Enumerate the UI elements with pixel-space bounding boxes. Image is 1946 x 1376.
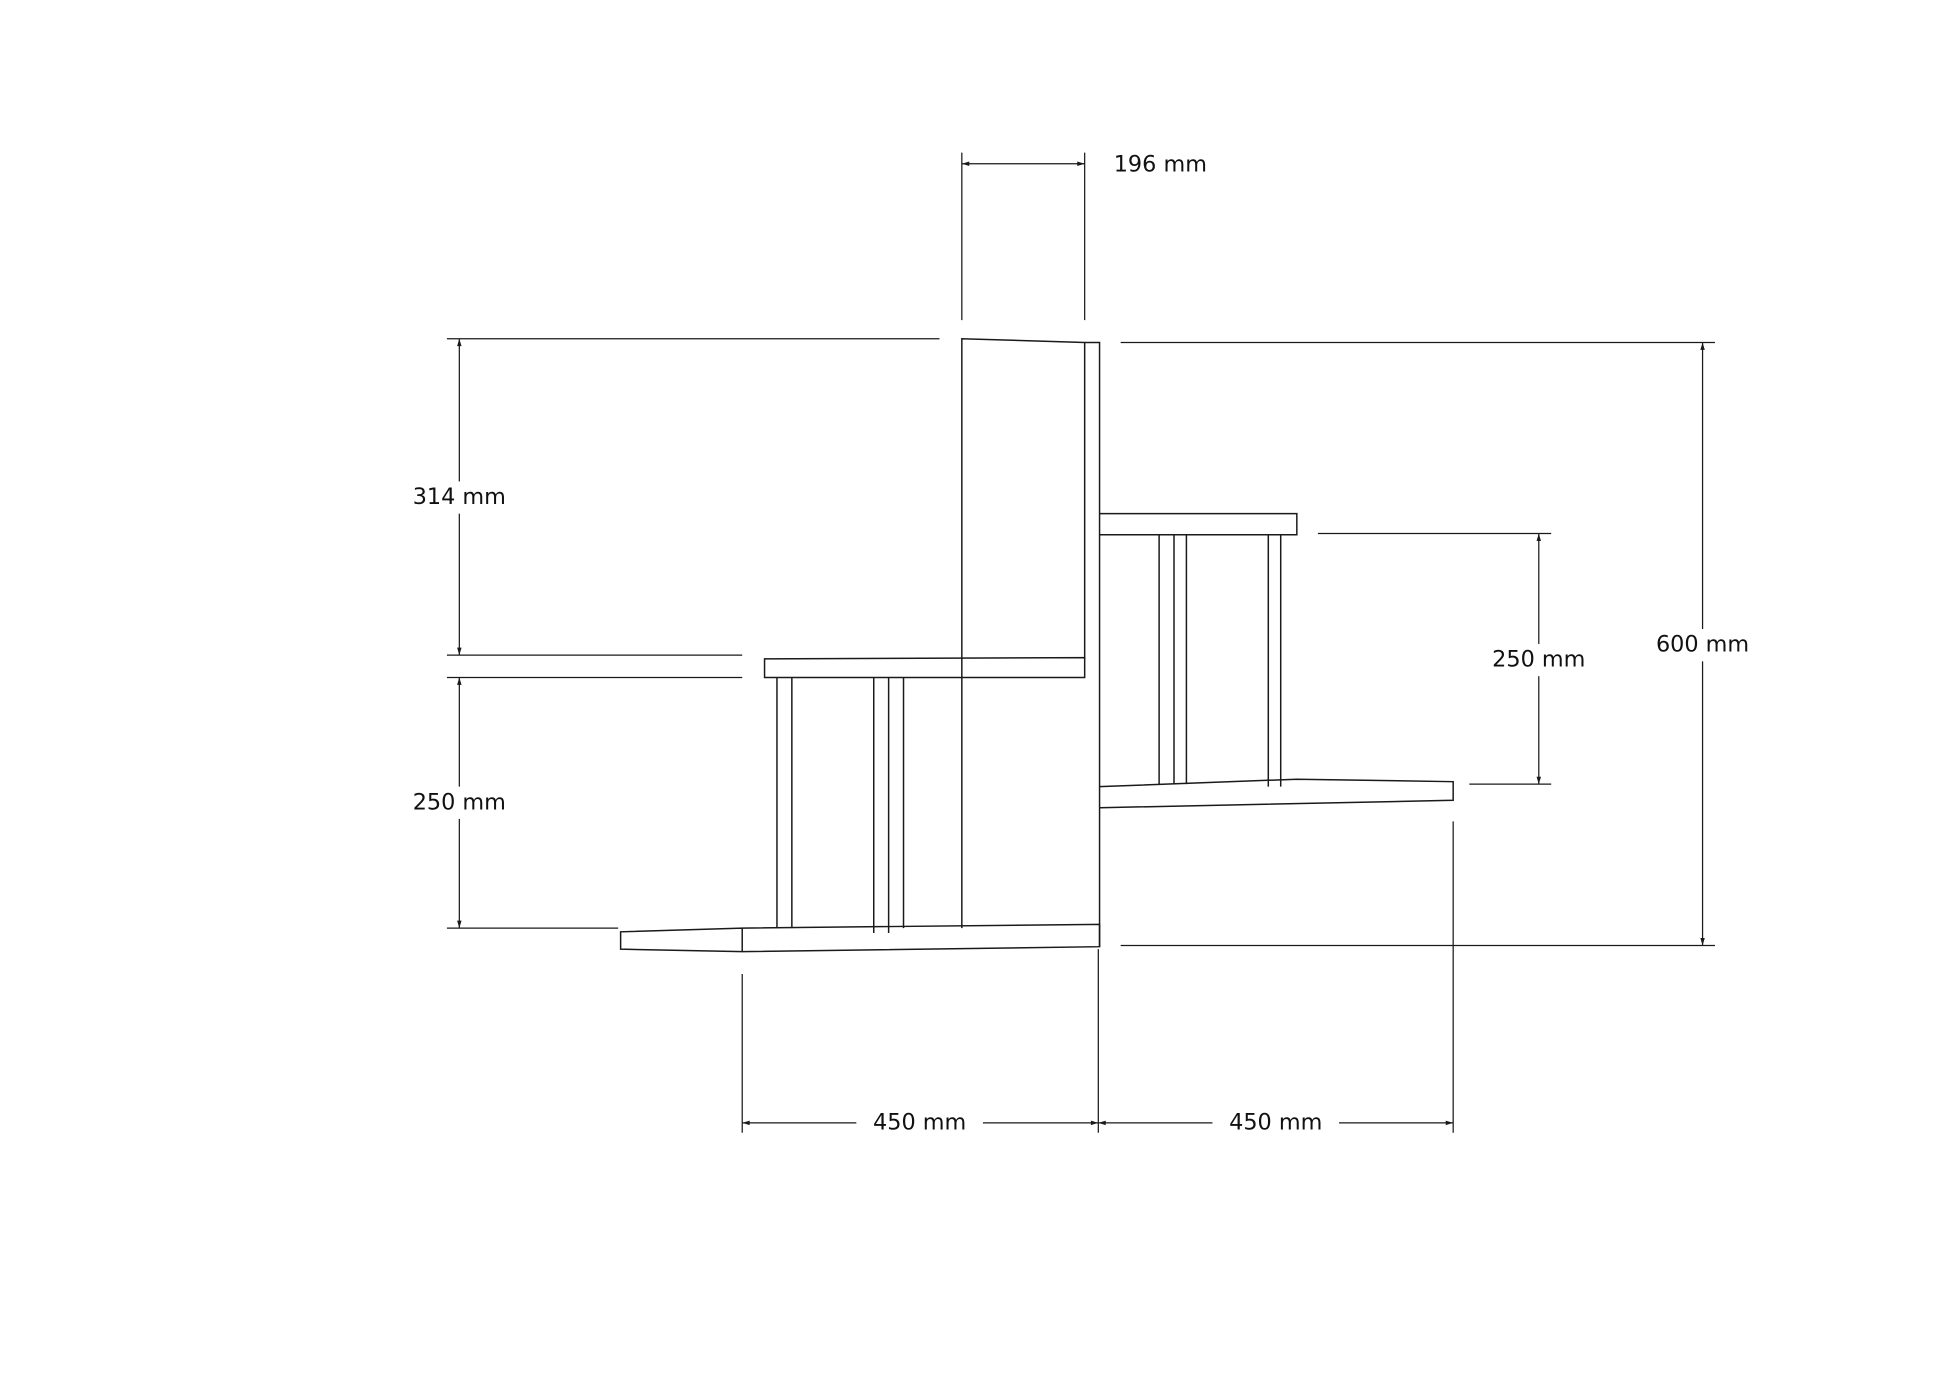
left-width-label: 450 mm [873,1109,966,1135]
right-width-label: 450 mm [1229,1109,1322,1135]
dimension-depth: 196 mm [961,152,1207,321]
upper-left-height-label: 314 mm [413,484,506,510]
total-height-label: 600 mm [1656,632,1749,658]
right-bottom-shelf [1099,778,1454,809]
depth-label: 196 mm [1114,152,1207,178]
dimension-left-heights: 314 mm 250 mm [403,338,940,929]
right-upper-shelf [1099,512,1298,787]
shelf-unit [619,337,1454,953]
left-upper-shelf [763,656,1086,934]
dimension-widths: 450 mm 450 mm [741,821,1454,1140]
left-bottom-shelf [619,923,1101,953]
right-shelf-height-label: 250 mm [1492,647,1585,673]
lower-left-height-label: 250 mm [413,789,506,815]
vertical-panel [961,337,1101,947]
dimension-right-heights: 600 mm 250 mm [1120,341,1759,947]
